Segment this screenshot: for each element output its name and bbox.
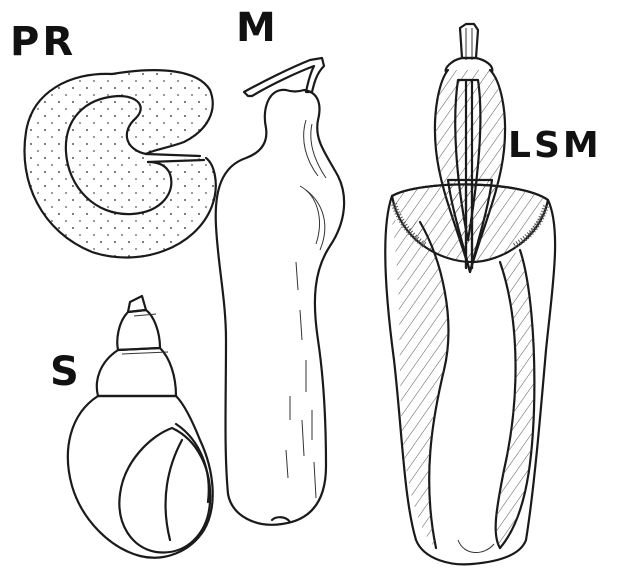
s-shell-drawing [68,296,213,558]
pr-ring-drawing [24,70,215,257]
label-s: S [50,352,82,392]
lsm-section-drawing [380,24,555,564]
m-organ-drawing [216,58,344,525]
label-lsm: LSM [508,128,602,164]
label-m: M [236,8,279,48]
label-pr: PR [10,22,76,62]
